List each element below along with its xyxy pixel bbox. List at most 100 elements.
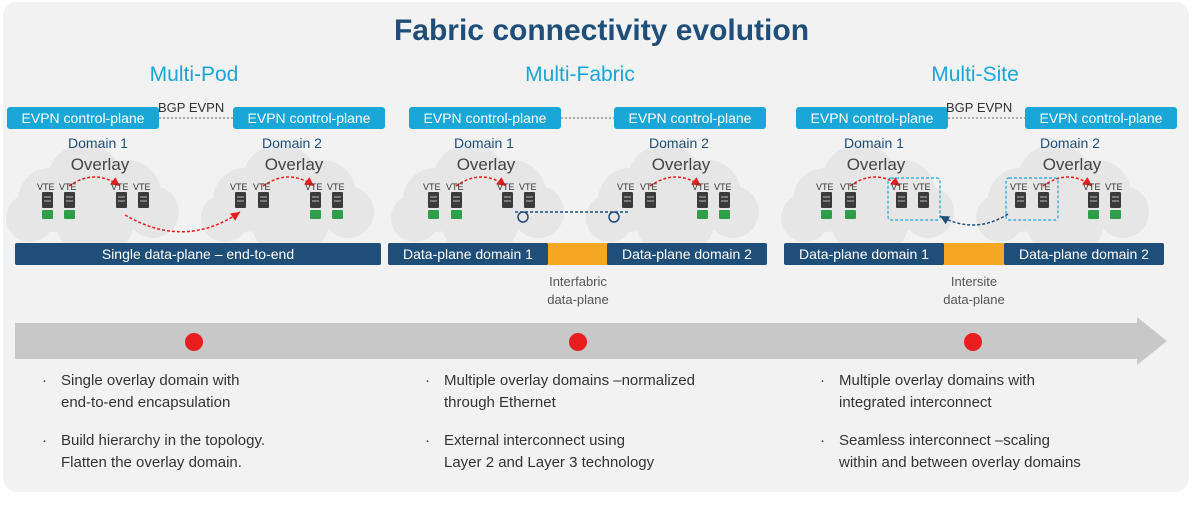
vtep-label: VTE	[59, 182, 77, 192]
column-title-multisite: Multi-Site	[931, 63, 1019, 86]
domain-2-label: Domain 2	[649, 135, 709, 151]
cross-pod-tunnel	[124, 211, 241, 233]
vtep-label: VTE	[327, 182, 345, 192]
data-plane-domain-2-bar: Data-plane domain 2	[607, 243, 767, 265]
border-gateway-icon	[608, 211, 620, 223]
evpn-control-plane-right: EVPN control-plane	[233, 107, 385, 129]
switch-icon: VTE	[1083, 182, 1101, 219]
vtep-label: VTE	[1010, 182, 1028, 192]
domain-1-label: Domain 1	[844, 135, 904, 151]
border-gateway-group	[1005, 177, 1059, 221]
vtep-label: VTE	[423, 182, 441, 192]
data-plane-domain-2-bar: Data-plane domain 2	[1004, 243, 1164, 265]
vtep-label: VTE	[37, 182, 55, 192]
intersite-link	[939, 213, 1009, 226]
vtep-label: VTE	[1105, 182, 1123, 192]
overlay-label-1: Overlay	[456, 155, 516, 174]
overlay-label-1: Overlay	[846, 155, 906, 174]
vtep-label: VTE	[230, 182, 248, 192]
evpn-control-plane-left: EVPN control-plane	[796, 107, 948, 129]
overlay-tunnel	[1042, 176, 1093, 187]
endpoint-icon	[1088, 210, 1099, 219]
switch-icon: VTE	[446, 182, 464, 219]
bgp-evpn-label: BGP EVPN	[946, 100, 1013, 115]
endpoint-icon	[332, 210, 343, 219]
switch-icon: VTE	[1105, 182, 1123, 219]
endpoint-icon	[310, 210, 321, 219]
data-plane-domain-1-bar: Data-plane domain 1	[388, 243, 548, 265]
endpoint-icon	[845, 210, 856, 219]
column-title-multipod: Multi-Pod	[149, 63, 239, 86]
milestone-dot-multifabric	[569, 333, 587, 351]
overlay-label-2: Overlay	[264, 155, 324, 174]
domain-2-label: Domain 2	[1040, 135, 1100, 151]
vtep-label: VTE	[446, 182, 464, 192]
overlay-tunnel	[849, 176, 901, 187]
slide-title: Fabric connectivity evolution	[393, 14, 810, 47]
switch-icon: VTE	[423, 182, 441, 219]
evpn-control-plane-right: EVPN control-plane	[1025, 107, 1177, 129]
bgp-evpn-label: BGP EVPN	[158, 100, 225, 115]
domain-1-label: Domain 1	[454, 135, 514, 151]
connection-lines	[68, 117, 1093, 233]
switch-icon: VTE	[305, 182, 323, 219]
timeline-arrow	[15, 317, 1167, 365]
endpoint-icon	[428, 210, 439, 219]
switch-icon: VTE	[714, 182, 732, 219]
switch-icon: VTE	[327, 182, 345, 219]
vtep-label: VTE	[519, 182, 537, 192]
interfabric-segment	[545, 243, 615, 265]
vtep-label: VTE	[133, 182, 151, 192]
switch-icon: VTE	[1033, 182, 1051, 208]
vtep-label: VTE	[1033, 182, 1051, 192]
vtep-label: VTE	[891, 182, 909, 192]
overlay-label-1: Overlay	[70, 155, 130, 174]
switch-icon: VTE	[1010, 182, 1028, 208]
switch-icon: VTE	[230, 182, 248, 208]
vtep-label: VTE	[913, 182, 931, 192]
evpn-control-plane-left: EVPN control-plane	[409, 107, 561, 129]
switch-icon: VTE	[617, 182, 635, 208]
switch-icon: VTE	[519, 182, 537, 208]
intersite-segment	[940, 243, 1010, 265]
endpoint-icon	[64, 210, 75, 219]
column-title-multifabric: Multi-Fabric	[525, 63, 635, 86]
vtep-label: VTE	[111, 182, 129, 192]
vtep-label: VTE	[1083, 182, 1101, 192]
overlay-label-2: Overlay	[651, 155, 711, 174]
border-gateway-icon	[517, 211, 529, 223]
endpoint-icon	[697, 210, 708, 219]
vtep-label: VTE	[305, 182, 323, 192]
switch-icon: VTE	[891, 182, 909, 208]
overlay-clouds	[6, 144, 1149, 258]
data-plane-domain-1-bar: Data-plane domain 1	[784, 243, 944, 265]
endpoint-icon	[451, 210, 462, 219]
border-gateway-group	[887, 177, 941, 221]
milestone-dot-multipod	[185, 333, 203, 351]
endpoint-icon	[1110, 210, 1121, 219]
switch-icon: VTE	[640, 182, 658, 208]
switch-icon: VTE	[37, 182, 55, 219]
overlay-tunnel	[455, 176, 507, 187]
overlay-tunnel	[649, 176, 702, 187]
vtep-label: VTE	[692, 182, 710, 192]
vtep-label: VTE	[840, 182, 858, 192]
milestone-dot-multisite	[964, 333, 982, 351]
vtep-label: VTE	[714, 182, 732, 192]
domain-1-label: Domain 1	[68, 135, 128, 151]
endpoint-icon	[719, 210, 730, 219]
vtep-label: VTE	[497, 182, 515, 192]
switch-icon: VTE	[692, 182, 710, 219]
switch-icon: VTE	[913, 182, 931, 208]
switch-icon: VTE	[133, 182, 151, 208]
evpn-control-plane-left: EVPN control-plane	[7, 107, 159, 129]
vtep-label: VTE	[617, 182, 635, 192]
single-data-plane-bar: Single data-plane – end-to-end	[15, 243, 381, 265]
overlay-tunnel	[262, 176, 315, 187]
